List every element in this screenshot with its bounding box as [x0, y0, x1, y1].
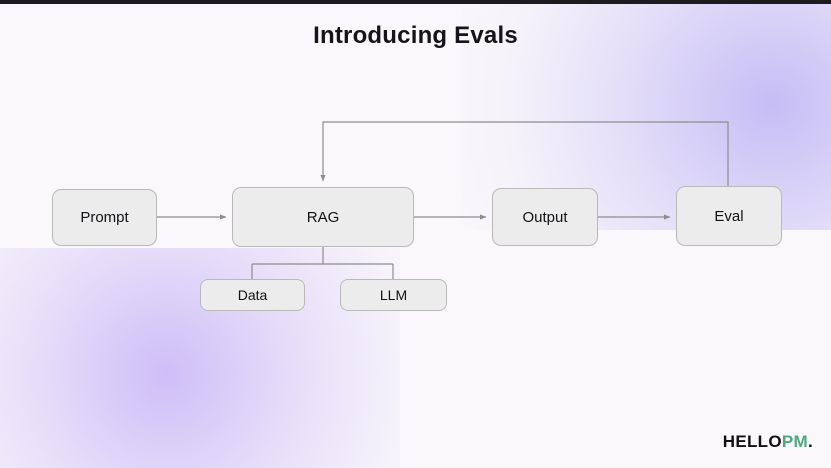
- edge-rag-to-data-llm-branch: [251, 247, 394, 279]
- top-edge-bar: [0, 0, 831, 4]
- flow-node-eval-label: Eval: [714, 207, 744, 225]
- logo-accent-text: PM: [781, 432, 808, 451]
- flow-node-prompt[interactable]: Prompt: [52, 189, 157, 246]
- flow-node-prompt-label: Prompt: [80, 209, 129, 226]
- edge-eval-to-rag-feedback: [320, 121, 729, 186]
- logo-primary-text: HELLO: [722, 432, 782, 451]
- flow-node-data-label: Data: [237, 287, 268, 303]
- flow-node-llm[interactable]: LLM: [340, 279, 447, 311]
- flow-node-output[interactable]: Output: [492, 188, 598, 246]
- flow-node-llm-label: LLM: [379, 287, 408, 303]
- flow-node-eval[interactable]: Eval: [676, 186, 782, 246]
- logo-dot: .: [807, 432, 813, 451]
- hellopm-logo: HELLOPM.: [723, 432, 813, 452]
- flow-node-rag-label: RAG: [306, 208, 340, 226]
- flow-node-data[interactable]: Data: [200, 279, 305, 311]
- flow-node-output-label: Output: [522, 208, 568, 226]
- flow-node-rag[interactable]: RAG: [232, 187, 414, 247]
- page-title: Introducing Evals: [313, 22, 518, 49]
